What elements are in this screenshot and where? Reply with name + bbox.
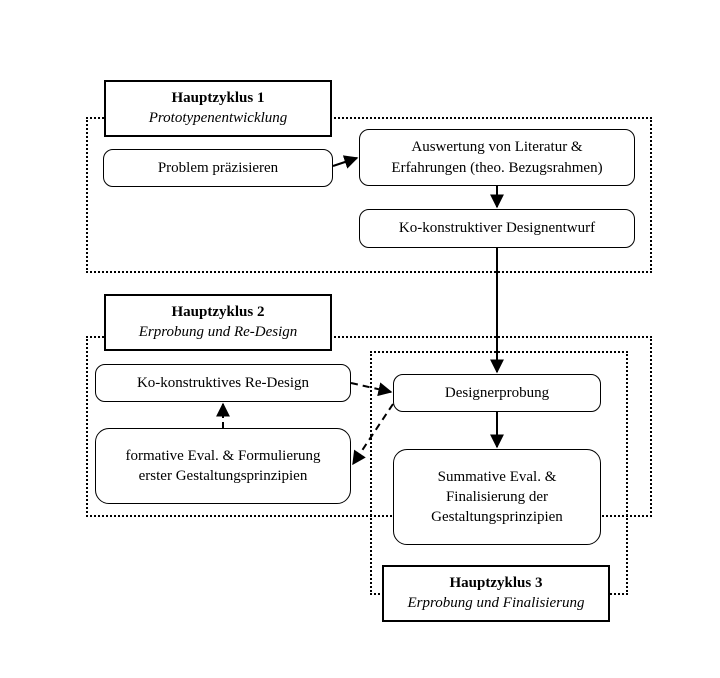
cycle2-title-box: Hauptzyklus 2 Erprobung und Re-Design <box>104 294 332 351</box>
cycle1-subtitle: Prototypenentwicklung <box>148 109 288 126</box>
node-summative-line-2: Finalisierung der <box>445 488 549 505</box>
cycle2-subtitle: Erprobung und Re-Design <box>138 323 298 340</box>
node-summative-line-3: Gestaltungsprinzipien <box>431 509 563 526</box>
node-problem: Problem präzisieren <box>103 149 333 187</box>
node-designerprobung-label: Designerprobung <box>444 384 550 401</box>
cycle1-title: Hauptzyklus 1 <box>171 90 265 106</box>
cycle3-title-box: Hauptzyklus 3 Erprobung und Finalisierun… <box>382 565 610 622</box>
node-summative-line-1: Summative Eval. & <box>437 468 557 485</box>
node-redesign: Ko-konstruktives Re-Design <box>95 364 351 402</box>
cycle3-subtitle: Erprobung und Finalisierung <box>407 594 585 611</box>
node-auswertung: Auswertung von Literatur & Erfahrungen (… <box>359 129 635 186</box>
node-auswertung-line-1: Auswertung von Literatur & <box>411 139 583 156</box>
node-designentwurf-label: Ko-konstruktiver Designentwurf <box>398 220 596 237</box>
cycle3-title: Hauptzyklus 3 <box>449 575 543 591</box>
node-problem-label: Problem präzisieren <box>157 159 279 176</box>
node-designerprobung: Designerprobung <box>393 374 601 412</box>
node-auswertung-line-2: Erfahrungen (theo. Bezugsrahmen) <box>391 159 603 176</box>
node-formative-line-1: formative Eval. & Formulierung <box>125 447 321 464</box>
node-designentwurf: Ko-konstruktiver Designentwurf <box>359 209 635 248</box>
cycle1-frame <box>86 117 652 273</box>
node-summative: Summative Eval. & Finalisierung der Gest… <box>393 449 601 545</box>
cycle2-title: Hauptzyklus 2 <box>171 304 265 320</box>
cycle1-title-box: Hauptzyklus 1 Prototypenentwicklung <box>104 80 332 137</box>
cycle2-frame <box>86 336 652 517</box>
node-formative-line-2: erster Gestaltungsprinzipien <box>138 468 308 484</box>
node-formative: formative Eval. & Formulierung erster Ge… <box>95 428 351 504</box>
node-redesign-label: Ko-konstruktives Re-Design <box>136 374 310 391</box>
